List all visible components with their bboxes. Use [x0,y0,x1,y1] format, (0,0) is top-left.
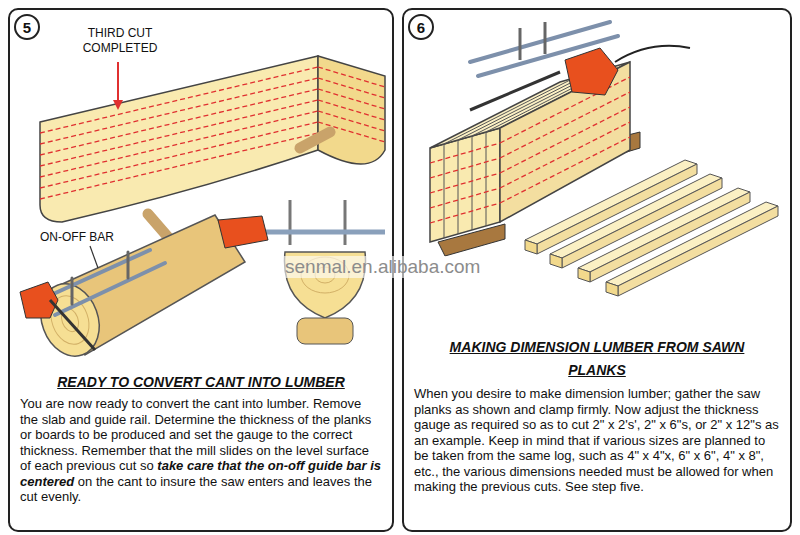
callout-number: 6 [417,20,425,35]
cut-lines [318,89,385,109]
loose-planks [525,240,537,254]
chainsaw [20,282,95,350]
chainsaw [20,282,58,318]
plank-stack [444,144,445,238]
loose-planks [618,206,778,296]
plank-stack [430,77,630,223]
mill-frame [71,278,74,304]
mill-frame [40,250,165,315]
cant-log [40,56,385,222]
step-number: 5 [14,14,40,40]
plank-stack [486,132,487,226]
plank-stack [430,203,500,223]
cant-log [318,56,385,164]
cut-lines [40,78,318,144]
mill-frame [127,252,130,278]
plank-stack [500,107,630,173]
plank-stack [500,137,630,203]
cut-lines [40,100,318,166]
end-view [255,230,385,235]
plank-stack [444,78,574,144]
mill-frame [55,263,165,315]
cant-log [40,56,318,222]
pointer-arrow [117,62,119,102]
step-heading: READY TO CONVERT CANT INTO LUMBER [20,372,382,392]
loose-planks [578,268,590,282]
mill-frame [544,22,547,54]
part-label: ON-OFF BAR [38,230,116,245]
loose-planks [550,254,562,268]
watermark: senmal.en.alibaba.com [283,256,482,278]
loose-planks [606,202,778,286]
cut-lines [40,67,385,199]
round-log [31,215,245,364]
pointer-arrow [113,62,123,110]
end-view [297,318,353,344]
plank-stack [430,173,500,193]
plank-stack [458,140,459,234]
plank-stack [430,143,500,163]
end-view [289,200,292,245]
callout-number: 5 [23,20,31,35]
cut-lines [318,78,385,98]
log-support [300,132,330,148]
loose-planks [525,160,778,296]
mill-frame [470,72,560,110]
plank-stack [430,158,500,178]
mill-frame [40,250,150,300]
end-view [218,216,268,248]
cut-lines [40,133,318,199]
cut-lines [40,89,318,155]
plank-stack [500,92,630,158]
mill-frame [615,46,690,62]
mill-frame [470,22,690,110]
cut-lines [40,111,318,177]
mill-frame [519,28,522,60]
cut-lines [318,100,385,120]
plank-stack [500,122,630,188]
mill-frame [565,48,618,95]
end-view [344,200,347,245]
plank-stack [472,136,473,230]
callout-label: THIRD CUT COMPLETED [66,26,174,56]
cut-lines [40,67,318,133]
pointer-arrow [113,100,123,110]
cut-lines [40,122,318,188]
plank-stack [430,188,500,208]
cut-lines [318,67,385,87]
step-number: 6 [408,14,434,40]
step-body: When you desire to make dimension lumber… [414,386,780,495]
body-text: When you desire to make dimension lumber… [414,386,779,494]
loose-planks [606,282,618,296]
step-body: You are now ready to convert the cant in… [20,396,382,505]
plank-stack [500,77,630,143]
leader-line [90,246,98,268]
chainsaw [50,300,95,350]
step-heading: MAKING DIMENSION LUMBER FROM SAWN PLANKS [437,336,757,382]
